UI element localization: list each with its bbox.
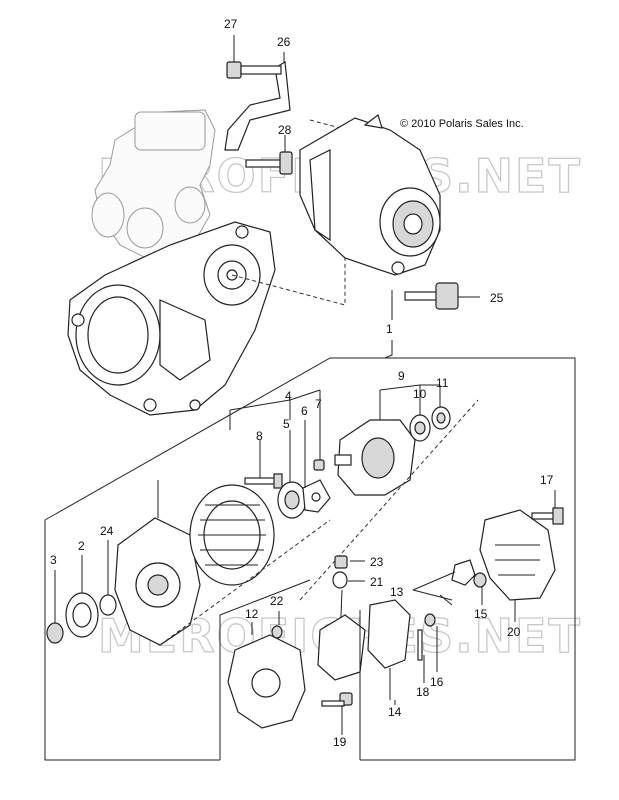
pulley-2 xyxy=(65,555,99,638)
rear-housing xyxy=(227,622,306,729)
callout-20: 20 xyxy=(507,625,521,639)
through-bolt-8 xyxy=(244,440,283,489)
spacer-24 xyxy=(99,540,117,616)
spacer-21 xyxy=(332,571,348,589)
bolt-17 xyxy=(531,490,564,525)
callout-9: 9 xyxy=(398,369,405,383)
front-housing xyxy=(114,480,201,646)
bolt-25 xyxy=(404,282,459,310)
bolt-28 xyxy=(245,151,293,175)
brush-holder-14 xyxy=(367,599,411,700)
nut-3 xyxy=(46,570,64,644)
bearing-10 xyxy=(409,414,431,442)
retainer-plate-6 xyxy=(302,420,331,513)
callout-16: 16 xyxy=(430,675,444,689)
copyright-notice: © 2010 Polaris Sales Inc. xyxy=(400,118,524,130)
callout-18: 18 xyxy=(416,685,430,699)
callout-28: 28 xyxy=(278,123,292,137)
stator xyxy=(189,484,275,586)
nut-23 xyxy=(334,555,348,569)
engine-housing-outline xyxy=(67,109,276,416)
nut-15 xyxy=(473,572,487,588)
bolt-27 xyxy=(226,61,282,79)
bearing-11 xyxy=(431,406,451,430)
callout-27: 27 xyxy=(224,17,238,31)
callout-13: 13 xyxy=(390,585,404,599)
bearing-5 xyxy=(277,430,307,519)
callout-21: 21 xyxy=(370,575,384,589)
callout-26: 26 xyxy=(277,35,291,49)
callout-8: 8 xyxy=(256,429,263,443)
callout-5: 5 xyxy=(283,417,290,431)
callout-10: 10 xyxy=(413,387,427,401)
callout-14: 14 xyxy=(388,705,402,719)
callout-12: 12 xyxy=(245,607,259,621)
callout-1: 1 xyxy=(386,322,393,336)
callout-17: 17 xyxy=(540,473,554,487)
screw-7 xyxy=(313,459,325,471)
callout-4: 4 xyxy=(285,389,292,403)
nut-22 xyxy=(271,625,283,639)
rear-cover xyxy=(479,509,556,601)
callout-23: 23 xyxy=(370,555,384,569)
screw-18-16 xyxy=(417,613,436,661)
callout-11: 11 xyxy=(436,376,449,390)
callout-19: 19 xyxy=(333,735,347,749)
callout-3: 3 xyxy=(50,553,57,567)
rotor xyxy=(334,419,416,496)
mounting-bracket xyxy=(224,61,291,151)
bolt-19 xyxy=(321,692,353,730)
callout-25: 25 xyxy=(490,291,504,305)
alternator-assembly xyxy=(299,113,441,276)
callout-6: 6 xyxy=(301,404,308,418)
terminal-13 xyxy=(439,559,476,606)
callout-22: 22 xyxy=(270,594,284,608)
callout-24: 24 xyxy=(100,524,114,538)
callout-15: 15 xyxy=(474,607,488,621)
callout-7: 7 xyxy=(315,397,322,411)
callout-2: 2 xyxy=(78,539,85,553)
